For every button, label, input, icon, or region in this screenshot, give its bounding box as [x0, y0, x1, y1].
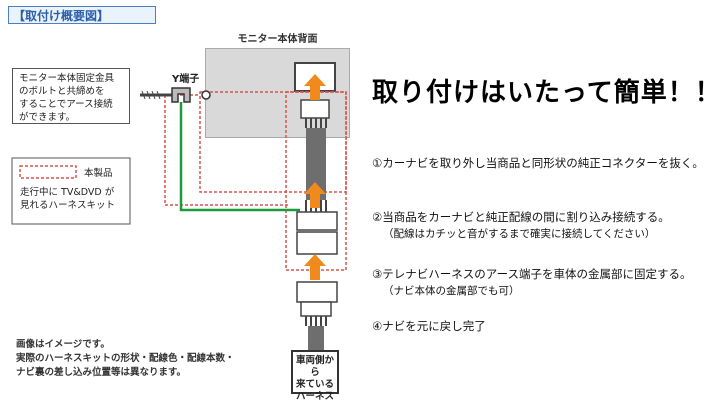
vehicle-wire-fan [305, 316, 327, 326]
bolt-note-line: ができます。 [19, 112, 76, 123]
legend-product-label: 本製品 [84, 168, 113, 179]
bolt-note: モニター本体固定金具 のボルトと共締めを することでアース接続 ができます。 [12, 68, 130, 124]
step-3: ③テレナビハーネスのアース端子を車体の金属部に固定する。 [372, 267, 692, 281]
footnote-line: 画像はイメージです。 [16, 339, 110, 350]
step-1: ①カーナビを取り外し当商品と同形状の純正コネクターを抜く。 [372, 156, 704, 170]
arrow-up-top [304, 74, 326, 100]
vehicle-line: 来ている [295, 379, 334, 390]
vehicle-cable [308, 326, 324, 350]
ground-wire [179, 102, 300, 212]
vehicle-harness-box: 車両側から 来ている ハーネス [291, 350, 339, 402]
bolt-note-line: することでアース接続 [19, 99, 113, 110]
legend-dotted-swatch [19, 165, 77, 179]
catchphrase: 取り付けはいたって簡単！！ [372, 78, 720, 108]
step-2: ②当商品をカーナビと純正配線の間に割り込み接続する。 [372, 210, 670, 224]
diagram-title: 【取付け概要図】 [8, 6, 156, 24]
legend-line: 見れるハーネスキット [20, 200, 116, 211]
arrow-up-bottom [304, 254, 326, 280]
step-4: ④ナビを元に戻し完了 [372, 319, 486, 333]
vehicle-plug [300, 301, 332, 317]
legend-text: 走行中に TV&DVD が 見れるハーネスキット [20, 186, 115, 212]
monitor-label: モニター本体背面 [237, 34, 318, 45]
terminal-ring [201, 90, 211, 100]
bolt-thread [141, 90, 161, 100]
middle-connector-lower [296, 231, 338, 255]
legend-line: 走行中に TV&DVD が [20, 187, 115, 198]
terminal-label: Y端子 [172, 74, 200, 85]
vehicle-line: 車両側から [295, 355, 334, 378]
bolt-note-line: のボルトと共締めを [19, 86, 105, 97]
vehicle-line: ハーネス [295, 391, 334, 402]
bolt-note-line: モニター本体固定金具 [19, 73, 115, 84]
step-2-note: （配線はカチッと音がするまで確実に接続してください） [383, 228, 656, 240]
upper-plug [300, 99, 330, 119]
harness-cable [306, 128, 326, 200]
footnote-line: ナビ裏の差し込み位置等は異なります。 [16, 367, 187, 378]
legend-frame [11, 157, 131, 225]
middle-connector [296, 211, 338, 231]
upper-wire-fan [305, 118, 327, 128]
footnote: 画像はイメージです。 実際のハーネスキットの形状・配線色・配線本数・ ナビ裏の差… [16, 338, 235, 380]
step-3-note: （ナビ本体の金属部でも可） [383, 285, 520, 297]
vehicle-connector [296, 281, 338, 303]
y-terminal-icon [171, 87, 191, 103]
arrow-up-mid [304, 182, 326, 208]
footnote-line: 実際のハーネスキットの形状・配線色・配線本数・ [16, 353, 235, 364]
